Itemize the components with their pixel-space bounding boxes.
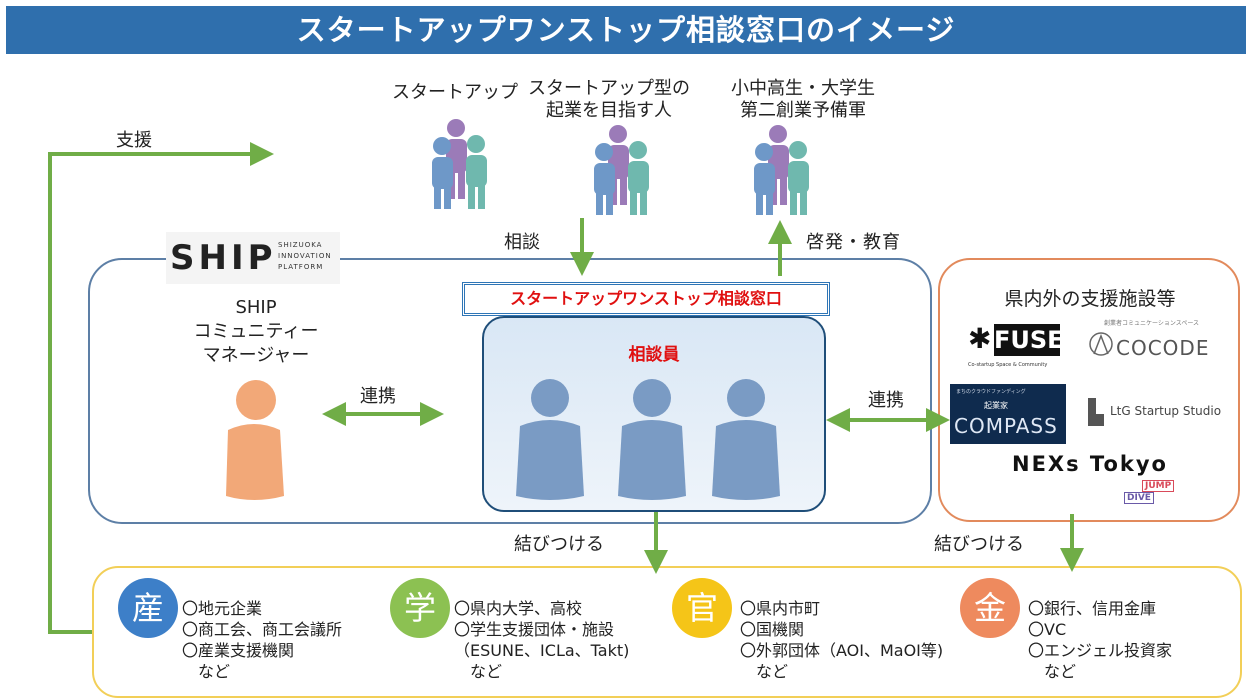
support-arrow [48,142,274,634]
people-group-icon [432,119,487,209]
group-label-students: 小中高生・大学生第二創業予備軍 [731,78,875,121]
people-group-icon [754,125,809,215]
cocode-logo: 創業者コミュニケーションスペース COCODE [1086,316,1226,376]
compass-logo: まちのクラウドファンディング 起業家 COMPASS [950,384,1066,444]
ship-panel [88,258,932,524]
group-label-startup: スタートアップ [392,82,518,103]
facilities-heading: 県内外の支援施設等 [1004,288,1176,310]
connect-left-label: 結びつける [514,534,604,555]
sector-government-list: 〇県内市町〇国機関〇外郭団体（AOI、MaOI等) など [740,599,944,681]
enlighten-label: 啓発・教育 [806,232,901,253]
jump-dive-logo: JUMP DIVE [1122,480,1180,508]
title-bar [6,6,1246,54]
support-label: 支援 [116,130,152,151]
page-title: スタートアップワンストップ相談窓口のイメージ [296,13,956,47]
sector-academia-icon: 学 [390,578,450,638]
people-group-icon [594,125,649,215]
group-label-aspiring: スタートアップ型の起業を目指す人 [528,78,690,121]
ltg-logo: LtG Startup Studio [1082,392,1230,436]
link-left-label: 連携 [360,386,396,407]
sector-academia-list: 〇県内大学、高校〇学生支援団体・施設（ESUNE、ICLa、Takt) など [454,599,630,681]
consult-label: 相談 [504,232,540,253]
link-right-label: 連携 [868,390,904,411]
sector-finance-icon: 金 [960,578,1020,638]
nexs-tokyo-logo: NEXs Tokyo [1012,452,1168,476]
staff-label: 相談員 [628,345,680,365]
sector-industry-icon: 産 [118,578,178,638]
fuse-logo: ✱ FUSE Co-startup Space & Community [968,322,1064,368]
sector-industry-list: 〇地元企業〇商工会、商工会議所〇産業支援機関 など [182,599,343,681]
connect-right-label: 結びつける [934,534,1024,555]
facilities-panel [938,258,1240,522]
community-manager-icon [226,380,284,500]
consult-window-label: スタートアップワンストップ相談窓口 [462,282,830,316]
consultant-icons [516,379,780,500]
sector-government-icon: 官 [672,578,732,638]
